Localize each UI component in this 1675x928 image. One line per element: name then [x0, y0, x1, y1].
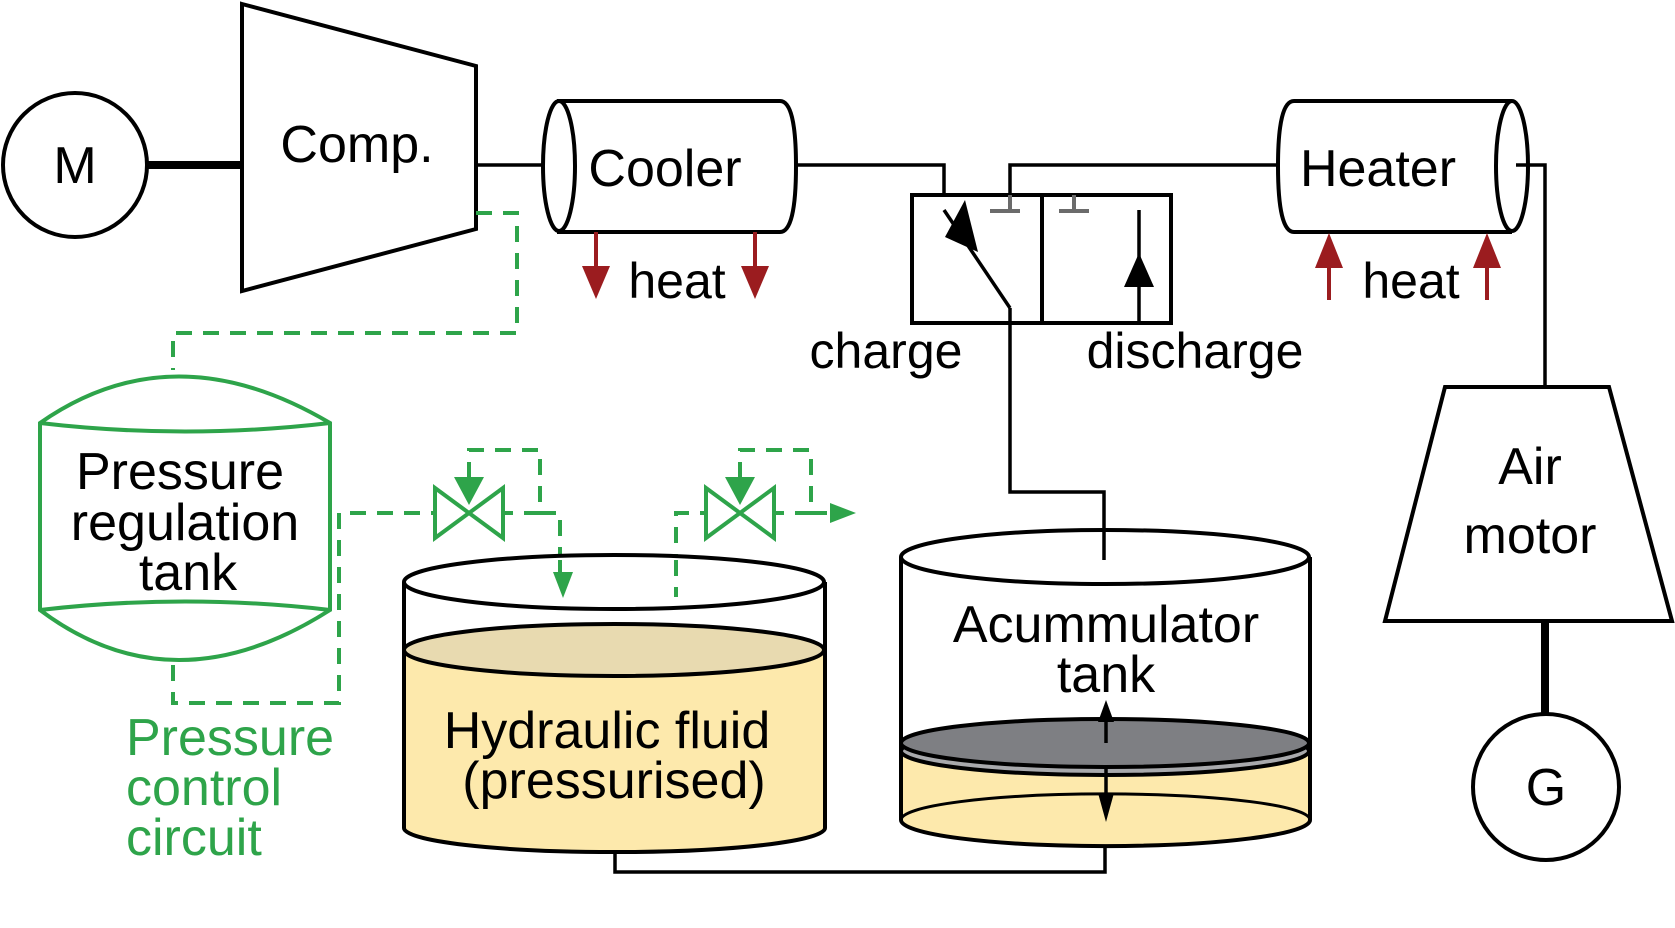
heater-label: Heater	[1300, 140, 1456, 198]
heat-in-arrowhead-left	[1315, 233, 1343, 268]
accumulator-label-line2: tank	[1057, 646, 1156, 704]
valve-discharge-box	[1040, 193, 1173, 325]
charge-flow-arrowhead	[945, 200, 978, 252]
valve1-left-triangle	[433, 484, 473, 542]
pipe-heater-airmotor	[1516, 163, 1547, 387]
motor-label: M	[53, 137, 96, 195]
heat-in-arrowhead-right	[1473, 233, 1501, 268]
motor: M	[1, 91, 149, 239]
valve1-actuator-arrow	[454, 477, 484, 505]
control-line-compressor-tank	[171, 211, 519, 370]
accumulator-tank: Acummulator tank	[899, 528, 1312, 849]
valve1-right-triangle	[465, 484, 505, 542]
control-circuit-label-line3: circuit	[126, 809, 262, 867]
charge-label: charge	[810, 323, 963, 379]
cooler: Cooler heat	[541, 99, 799, 309]
pipe-hydraulic-accumulator	[613, 840, 1107, 874]
air-motor-label-line1: Air	[1498, 438, 1562, 496]
hydraulic-tank-label-line1: Hydraulic fluid	[444, 702, 771, 760]
valve2-pilot-line	[738, 448, 813, 515]
valve2-right-triangle	[736, 484, 776, 542]
generator-label: G	[1526, 759, 1566, 817]
hydraulic-fluid-volume	[404, 650, 825, 853]
air-motor: Air motor	[1382, 385, 1675, 623]
control-circuit-label-line2: control	[126, 759, 282, 817]
hydraulic-fluid-surface	[402, 622, 826, 678]
hydraulic-tank: Hydraulic fluid (pressurised)	[402, 553, 827, 855]
hydraulic-tank-top	[402, 553, 826, 611]
discharge-label: discharge	[1087, 323, 1304, 379]
heat-out-arrowhead-left	[582, 266, 610, 299]
heat-out-arrowhead-right	[741, 266, 769, 299]
pipe-valve-accumulator	[1008, 308, 1106, 557]
cooler-heat-label: heat	[628, 253, 725, 309]
pressure-tank-bottom-seam	[39, 599, 331, 612]
piston-up-arrowhead	[1098, 700, 1114, 722]
accumulator-bottom	[899, 819, 1312, 849]
compressor-label: Comp.	[280, 116, 433, 174]
cooler-end	[541, 99, 577, 233]
compressor: Comp.	[240, 1, 478, 294]
compressor-body	[240, 1, 478, 294]
control-line-tank-valve1	[171, 511, 434, 705]
generator-circle	[1471, 712, 1621, 862]
heater: Heater heat	[1275, 99, 1530, 309]
generator: G	[1471, 712, 1621, 862]
valve2-vent-arrow	[830, 503, 856, 523]
air-motor-body	[1382, 385, 1675, 623]
control-circuit-label-line1: Pressure	[126, 709, 334, 767]
valve1-pilot-line	[467, 448, 542, 515]
accumulator-label-line1: Acummulator	[953, 596, 1259, 654]
pressure-tank-label-line3: tank	[139, 544, 238, 602]
valve2-left-triangle	[704, 484, 744, 542]
valve2-actuator-arrow	[725, 477, 755, 505]
pressure-tank-label-line2: regulation	[71, 494, 299, 552]
piston-down-arrowhead	[1098, 793, 1114, 822]
valve1-outlet-arrow-front	[553, 572, 573, 598]
heater-heat-label: heat	[1362, 253, 1459, 309]
cooler-label: Cooler	[588, 140, 741, 198]
heater-body	[1275, 99, 1512, 234]
pressure-tank-top-seam	[39, 421, 331, 434]
pressure-tank-label-line1: Pressure	[76, 443, 284, 501]
air-motor-label-line2: motor	[1464, 507, 1597, 565]
discharge-flow-arrowhead	[1124, 253, 1154, 287]
directional-valve: charge discharge	[810, 193, 1304, 379]
hydraulic-tank-label-line2: (pressurised)	[462, 752, 765, 810]
